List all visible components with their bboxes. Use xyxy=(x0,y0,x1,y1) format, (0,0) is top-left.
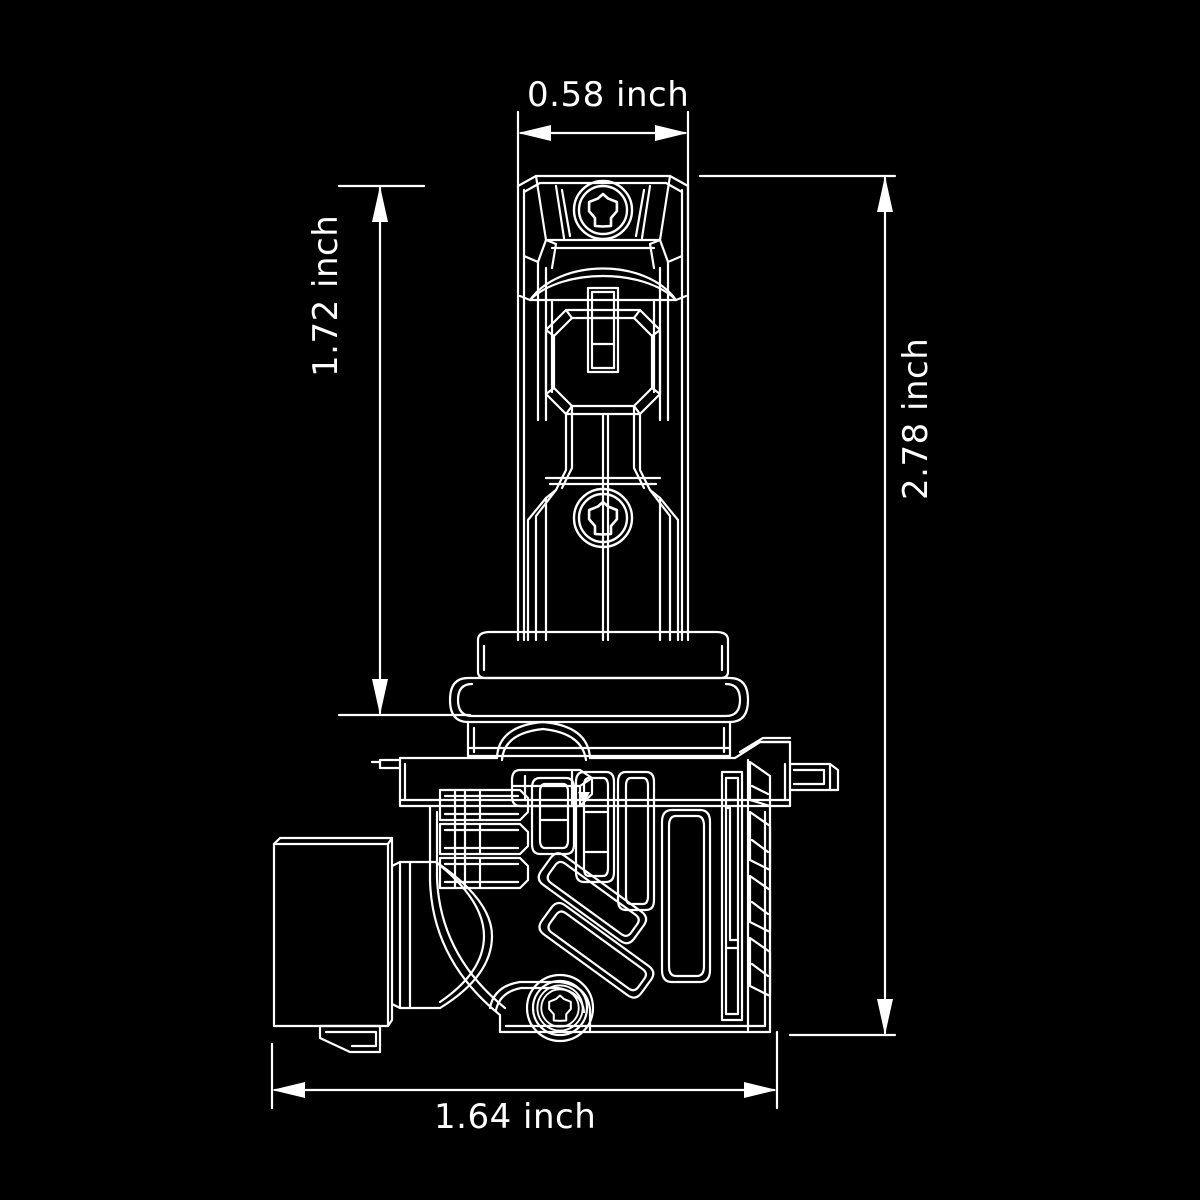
power-connector-plug xyxy=(272,836,494,1054)
torx-screw-top xyxy=(572,179,634,241)
dimension-height-2-78 xyxy=(698,174,897,1037)
dimension-label-depth: 1.64 inch xyxy=(434,1097,597,1137)
dimension-depth-1-64 xyxy=(270,1030,779,1110)
bulb-upper-shaft xyxy=(516,174,690,642)
dimension-label-width: 0.58 inch xyxy=(527,75,690,115)
dimension-label-height-total: 2.78 inch xyxy=(896,337,936,500)
torx-screw-bottom xyxy=(536,984,584,1032)
cooling-fins xyxy=(746,758,772,1032)
dimension-height-1-72 xyxy=(337,184,472,717)
mounting-flange xyxy=(370,720,840,808)
heat-sink-body xyxy=(428,758,772,1043)
base-collar xyxy=(448,630,750,758)
dimension-label-height-upper: 1.72 inch xyxy=(306,214,346,377)
